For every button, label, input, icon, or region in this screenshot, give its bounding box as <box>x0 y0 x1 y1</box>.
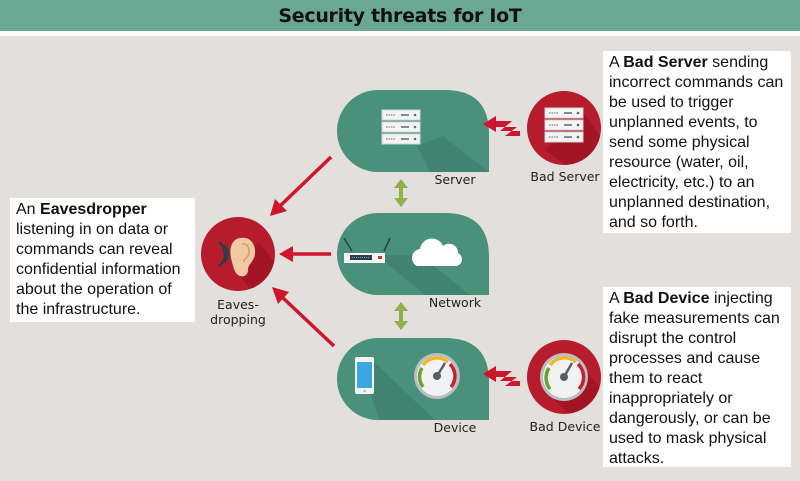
gauge-icon <box>540 353 588 401</box>
header-bar: Security threats for IoT <box>0 0 800 31</box>
gauge-icon <box>414 353 460 399</box>
server-rack-icon <box>381 109 421 145</box>
bad-server-description: A Bad Server sending incorrect commands … <box>603 51 791 233</box>
bad-server-node <box>527 91 601 165</box>
bad-server-label: Bad Server <box>530 169 600 184</box>
network-label: Network <box>428 295 482 310</box>
page-title: Security threats for IoT <box>278 4 522 27</box>
server-to-eavesdropper-arrow <box>270 155 333 216</box>
bad-device-description: A Bad Device injecting fake measurements… <box>603 287 791 467</box>
bad-device-attack-arrow <box>483 366 520 386</box>
cloud-icon <box>412 238 462 266</box>
bad-device-term: Bad Device <box>623 290 710 307</box>
network-device-link-arrow <box>394 302 408 330</box>
bad-device-label: Bad Device <box>529 419 601 434</box>
eavesdropper-term: Eavesdropper <box>40 201 147 218</box>
device-label: Device <box>433 420 477 435</box>
device-node <box>337 338 489 420</box>
server-network-link-arrow <box>394 179 408 207</box>
router-icon <box>343 237 391 263</box>
eavesdropping-label-line1: Eaves- <box>217 297 259 312</box>
network-shadow <box>380 255 470 295</box>
network-to-eavesdropper-arrow <box>279 246 331 262</box>
smartphone-icon <box>355 357 374 394</box>
bad-server-term: Bad Server <box>623 54 708 71</box>
eavesdropping-label-line2: dropping <box>210 312 266 327</box>
server-shadow <box>417 136 489 172</box>
device-to-eavesdropper-arrow <box>272 287 336 348</box>
eavesdropping-label: Eaves- dropping <box>200 297 276 327</box>
server-rack-icon <box>544 107 584 143</box>
server-node <box>337 90 489 172</box>
server-label: Server <box>434 172 476 187</box>
eavesdropper-description: An Eavesdropper listening in on data or … <box>10 198 195 322</box>
device-shadow <box>370 360 435 420</box>
bad-server-attack-arrow <box>483 116 520 136</box>
eavesdropping-node <box>201 217 275 291</box>
bad-device-node <box>527 340 601 414</box>
ear-icon <box>218 237 256 277</box>
network-node <box>337 213 489 295</box>
